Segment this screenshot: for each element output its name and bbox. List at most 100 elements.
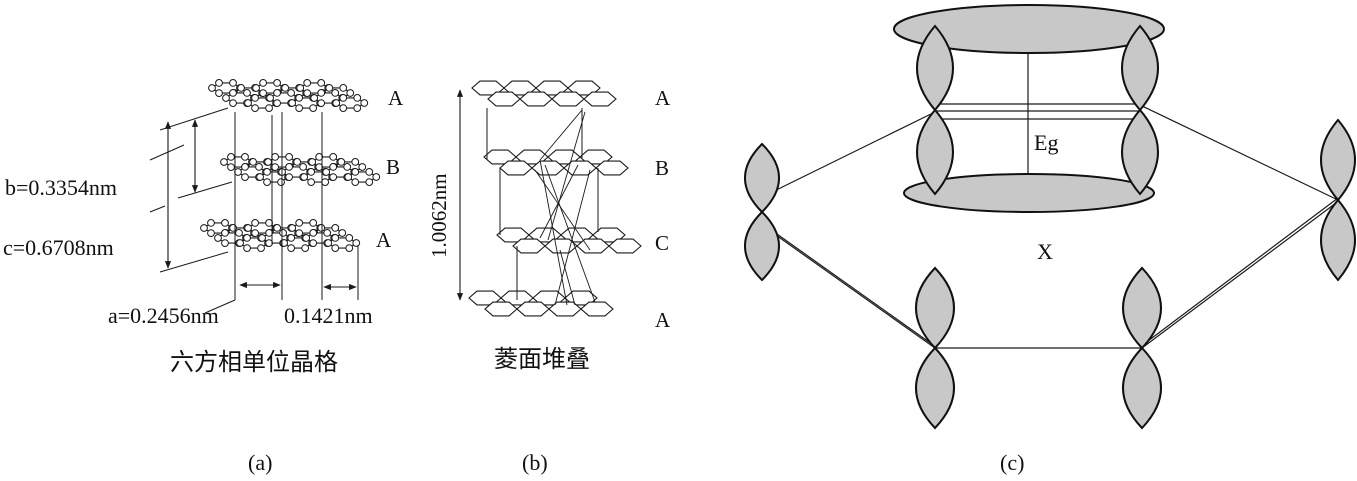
pz-orbital-lobe-lower xyxy=(1122,346,1162,430)
panel-b-caption: 菱面堆叠 xyxy=(494,345,590,373)
carbon-atom xyxy=(288,224,297,232)
hexagon-cell xyxy=(487,91,521,107)
carbon-atom xyxy=(207,219,215,227)
panel-b-tag: (b) xyxy=(522,450,548,475)
carbon-atom xyxy=(310,94,319,102)
carbon-atom xyxy=(281,84,290,92)
carbon-atom xyxy=(243,244,251,252)
carbon-atom xyxy=(325,84,334,92)
panel-c-lower-band-ellipse xyxy=(903,173,1155,213)
pz-orbital-lobe-upper xyxy=(744,142,780,214)
hexagon-cell xyxy=(516,301,550,317)
carbon-atom xyxy=(241,173,249,181)
panel-b-layer-a2 xyxy=(468,290,614,317)
carbon-atom xyxy=(331,234,340,242)
panel-c-pz-orbitals xyxy=(744,24,1356,430)
carbon-atom xyxy=(351,168,360,176)
carbon-atom xyxy=(317,224,326,232)
panel-c-point-label: X xyxy=(1037,239,1053,264)
panel-c-tag: (c) xyxy=(1000,450,1024,475)
panel-a-dimension-arrows xyxy=(149,107,357,314)
hexagon-cell xyxy=(595,160,629,176)
carbon-atom xyxy=(309,219,318,227)
carbon-atom xyxy=(244,99,252,107)
carbon-atom xyxy=(279,229,288,237)
carbon-atom xyxy=(295,104,304,112)
carbon-atom xyxy=(273,99,282,107)
hexagon-cell xyxy=(551,91,585,107)
carbon-atom xyxy=(249,158,257,166)
carbon-atom xyxy=(221,219,229,227)
carbon-atom xyxy=(252,84,261,92)
carbon-atom xyxy=(352,239,361,247)
carbon-atom xyxy=(265,229,274,237)
carbon-atom xyxy=(256,173,264,181)
panel-c-band-structure: Eg X (c) xyxy=(744,4,1356,475)
carbon-atom xyxy=(287,244,296,252)
panel-a-layer-top xyxy=(208,79,369,112)
pz-orbital-lobe-lower xyxy=(1320,198,1356,282)
carbon-atom xyxy=(251,229,260,237)
hexagon-cell xyxy=(608,238,642,254)
carbon-atom xyxy=(295,94,304,102)
carbon-atom xyxy=(331,244,340,252)
carbon-atom xyxy=(323,229,332,237)
panel-a-hexagonal-unit-cell: A B A b=0.3354nm c=0.6708nm a=0.2456nm 0… xyxy=(3,79,404,475)
hexagon-cell xyxy=(563,160,597,176)
carbon-atom xyxy=(307,168,316,176)
panel-a-cell-lines xyxy=(234,112,359,300)
hexagon-cell xyxy=(512,238,546,254)
carbon-atom xyxy=(295,229,304,237)
carbon-atom xyxy=(317,79,326,87)
carbon-atom xyxy=(353,94,362,102)
carbon-atom xyxy=(277,178,285,186)
carbon-atom xyxy=(273,89,282,97)
carbon-atom xyxy=(317,89,326,97)
panel-a-tag: (a) xyxy=(248,450,272,475)
carbon-atom xyxy=(236,239,244,247)
carbon-atom xyxy=(207,229,215,237)
carbon-atom xyxy=(273,79,282,87)
hexagon-cell xyxy=(544,238,578,254)
carbon-atom xyxy=(265,219,274,227)
carbon-atom xyxy=(251,219,260,227)
carbon-atom xyxy=(365,168,374,176)
panel-a-c-spacing-label: c=0.6708nm xyxy=(3,235,114,260)
pz-orbital-lobe-upper xyxy=(1320,118,1356,202)
carbon-atom xyxy=(351,158,360,166)
panel-c-upper-band-ellipse xyxy=(893,4,1165,54)
carbon-atom xyxy=(265,104,273,112)
panel-b-rhombohedral-stacking: 1.0062nm A B C A 菱面堆叠 (b) xyxy=(427,80,671,475)
carbon-atom xyxy=(251,94,259,102)
carbon-atom xyxy=(257,244,265,252)
carbon-atom xyxy=(235,229,243,237)
panel-b-layer-label-a2: A xyxy=(655,308,671,332)
carbon-atom xyxy=(263,168,271,176)
carbon-atom xyxy=(345,244,354,252)
carbon-atom xyxy=(315,163,324,171)
carbon-atom xyxy=(227,163,235,171)
carbon-atom xyxy=(303,89,312,97)
carbon-atom xyxy=(346,89,355,97)
carbon-atom xyxy=(358,163,367,171)
carbon-atom xyxy=(208,84,216,92)
carbon-atom xyxy=(339,104,348,112)
carbon-atom xyxy=(227,153,235,161)
carbon-atom xyxy=(339,94,348,102)
carbon-atom xyxy=(299,163,308,171)
panel-b-layer-label-b: B xyxy=(655,156,669,180)
carbon-atom xyxy=(344,173,353,181)
carbon-atom xyxy=(266,94,275,102)
carbon-atom xyxy=(331,89,340,97)
panel-a-bond-length-label: 0.1421nm xyxy=(284,303,373,328)
carbon-atom xyxy=(295,219,304,227)
carbon-atom xyxy=(222,94,230,102)
carbon-atom xyxy=(287,234,296,242)
panel-b-layer-b xyxy=(483,149,629,176)
carbon-atom xyxy=(345,234,354,242)
panel-a-layer-middle xyxy=(220,153,381,186)
carbon-atom xyxy=(329,163,338,171)
carbon-atom xyxy=(287,89,296,97)
carbon-atom xyxy=(322,168,331,176)
carbon-atom xyxy=(221,239,229,247)
